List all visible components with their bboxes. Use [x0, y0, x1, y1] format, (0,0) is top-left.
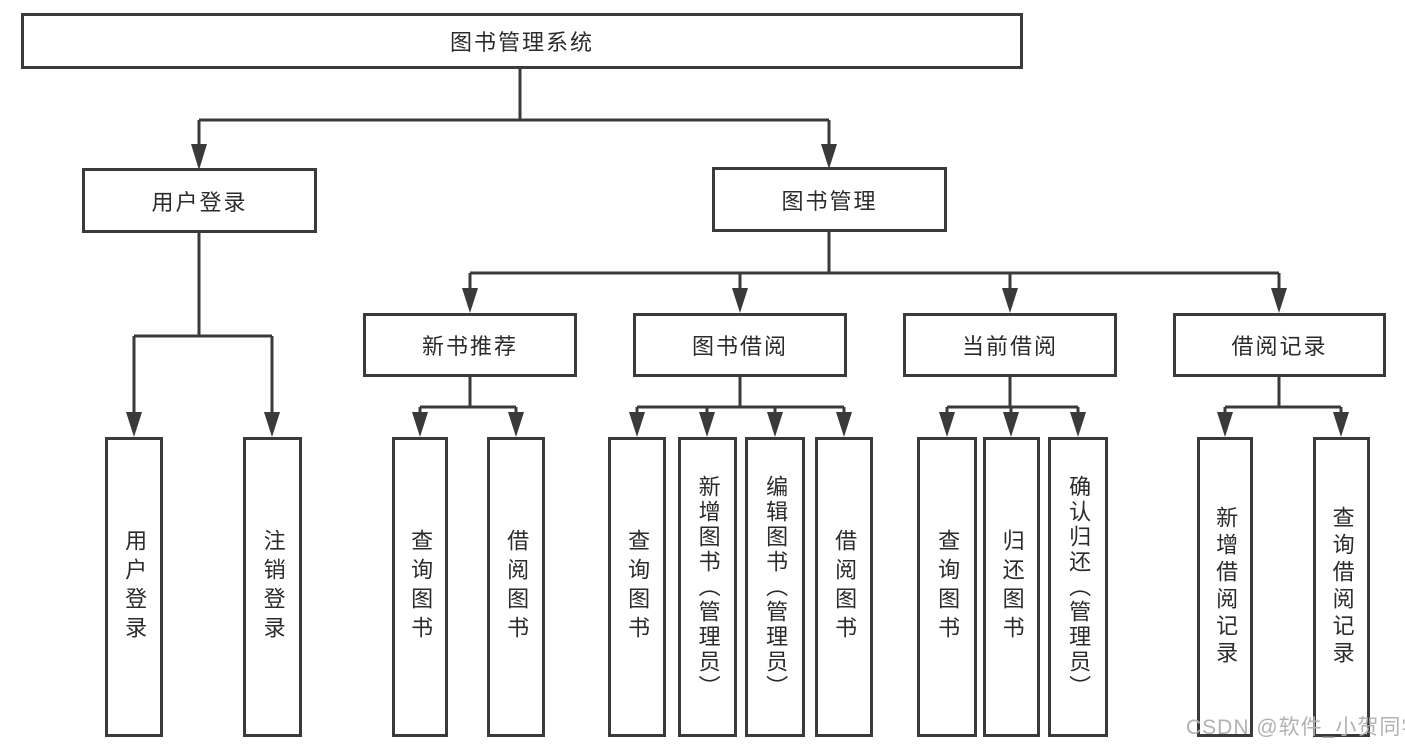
- node-borrow-records: 借阅记录: [1173, 313, 1386, 377]
- node-current-borrowing: 当前借阅: [903, 313, 1117, 377]
- node-query-books-1-label: 查询图书: [408, 529, 434, 645]
- node-query-books-3-label: 查询图书: [935, 529, 961, 645]
- node-borrow-books-2-label: 借阅图书: [832, 529, 858, 645]
- node-user-login-module-label: 用户登录: [151, 189, 248, 215]
- node-query-borrow-record-label: 查询借阅记录: [1329, 506, 1355, 668]
- node-add-book-admin: 新增图书（管理员）: [678, 437, 737, 737]
- node-root-system-label: 图书管理系统: [449, 30, 594, 55]
- node-query-books-2: 查询图书: [608, 437, 666, 737]
- node-query-books-3: 查询图书: [917, 437, 977, 737]
- node-return-books: 归还图书: [983, 437, 1040, 737]
- node-book-management-label: 图书管理: [781, 188, 878, 214]
- node-query-books-2-label: 查询图书: [625, 529, 651, 645]
- csdn-watermark: CSDN @软件_小贺同学: [1186, 716, 1405, 739]
- connector-segments: [132, 68, 1343, 415]
- node-logout-label: 注销登录: [260, 529, 286, 645]
- node-edit-book-admin: 编辑图书（管理员）: [745, 437, 805, 737]
- node-root-system: 图书管理系统: [21, 13, 1023, 69]
- node-borrow-records-label: 借阅记录: [1231, 334, 1328, 359]
- node-borrow-books-1-label: 借阅图书: [504, 529, 530, 645]
- node-logout: 注销登录: [243, 437, 302, 737]
- node-current-borrowing-label: 当前借阅: [961, 334, 1058, 359]
- node-return-books-label: 归还图书: [999, 529, 1025, 645]
- node-book-borrowing: 图书借阅: [633, 313, 847, 377]
- node-add-borrow-record: 新增借阅记录: [1197, 437, 1253, 737]
- node-user-login-leaf-label: 用户登录: [122, 529, 148, 645]
- node-confirm-return-admin-label: 确认归还（管理员）: [1066, 474, 1092, 700]
- node-book-borrowing-label: 图书借阅: [691, 334, 788, 359]
- node-add-book-admin-label: 新增图书（管理员）: [695, 474, 721, 700]
- node-borrow-books-1: 借阅图书: [487, 437, 545, 737]
- node-confirm-return-admin: 确认归还（管理员）: [1048, 437, 1108, 737]
- node-book-management: 图书管理: [712, 167, 947, 232]
- connector-arrows: [126, 144, 1349, 437]
- node-borrow-books-2: 借阅图书: [815, 437, 873, 737]
- node-add-borrow-record-label: 新增借阅记录: [1213, 506, 1239, 668]
- node-user-login-module: 用户登录: [82, 168, 317, 233]
- node-user-login-leaf: 用户登录: [105, 437, 163, 737]
- node-new-book-recommend: 新书推荐: [363, 313, 577, 377]
- node-new-book-recommend-label: 新书推荐: [421, 334, 518, 359]
- node-query-books-1: 查询图书: [392, 437, 448, 737]
- node-query-borrow-record: 查询借阅记录: [1313, 437, 1370, 737]
- node-edit-book-admin-label: 编辑图书（管理员）: [763, 474, 789, 700]
